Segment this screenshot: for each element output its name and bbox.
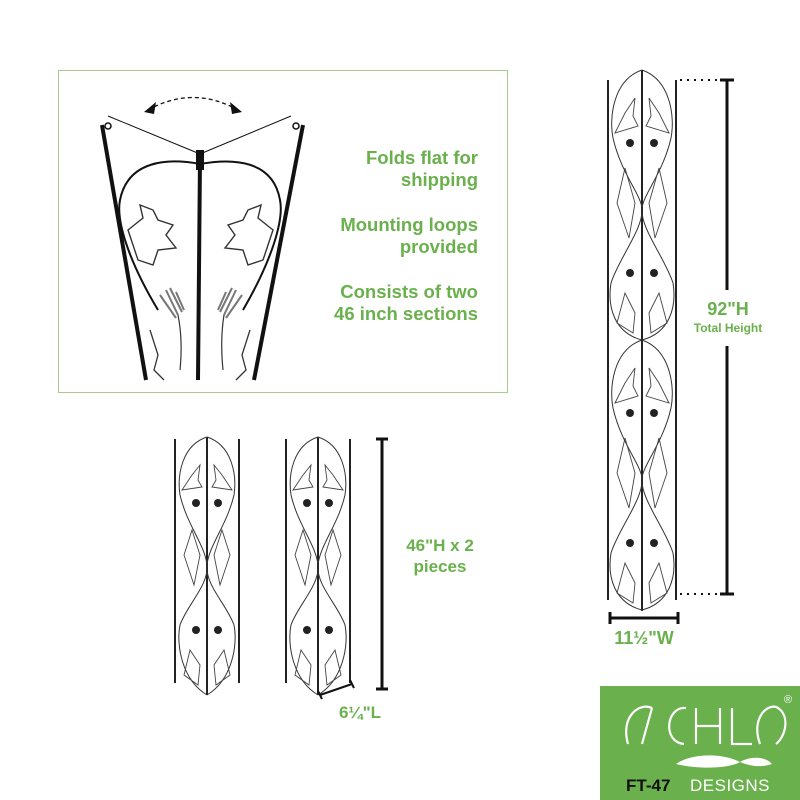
feature-text: Folds flat for	[365, 147, 478, 168]
trellis-section-left	[174, 436, 240, 696]
feature-folds-flat: Folds flat for shipping	[366, 147, 478, 191]
total-height-label: 92"H	[707, 299, 749, 319]
achla-logo: ® FT-47 DESIGNS	[600, 686, 800, 800]
depth-dimension-line	[317, 679, 355, 700]
feature-text: Consists of two	[340, 281, 478, 302]
feature-two-sections: Consists of two 46 inch sections	[334, 281, 478, 325]
feature-text: provided	[399, 236, 478, 257]
feature-text: 46 inch sections	[334, 303, 478, 324]
feature-text: Mounting loops	[340, 214, 478, 235]
registered-mark: ®	[784, 694, 793, 706]
achla-wordmark	[625, 705, 787, 768]
trellis-assembled	[607, 69, 677, 611]
section-height-text: 46"H x 2	[406, 536, 474, 555]
section-height-text: pieces	[413, 557, 467, 576]
total-height-caption: Total Height	[693, 321, 763, 335]
section-height-dimension-line	[376, 437, 388, 691]
depth-label: 6¼"L	[338, 703, 382, 722]
feature-text: shipping	[400, 169, 478, 190]
total-height-dimension-line	[680, 78, 734, 596]
trellis-section-right	[285, 436, 351, 696]
folding-trellis-illustration	[100, 96, 305, 381]
model-number: FT-47	[626, 776, 671, 795]
feature-mounting-loops: Mounting loops provided	[340, 214, 478, 258]
logo-designs-text: DESIGNS	[690, 776, 771, 795]
section-height-label: 46"H x 2 pieces	[385, 535, 495, 577]
width-dimension-line	[608, 612, 680, 624]
width-label: 11½"W	[614, 628, 674, 648]
